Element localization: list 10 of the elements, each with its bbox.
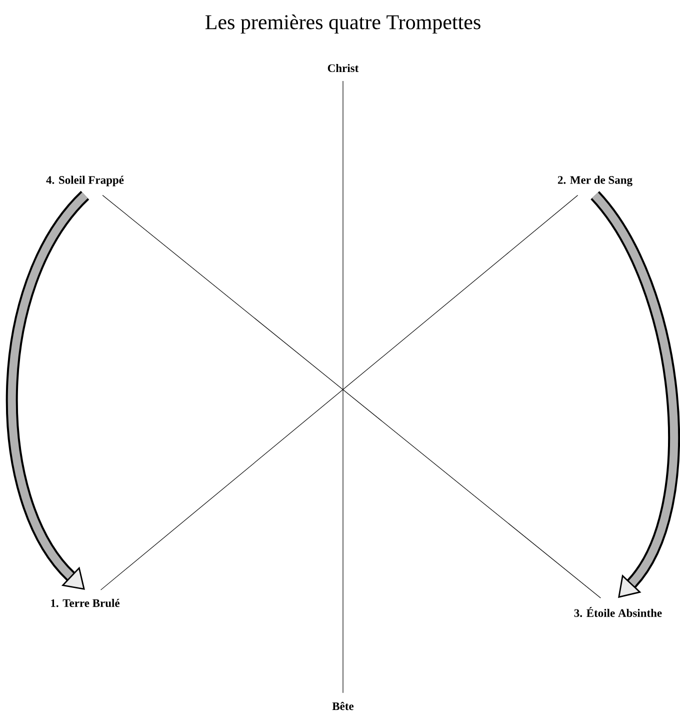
connector-line [342,80,344,694]
curved-arrow [590,192,680,598]
curved-arrow [6,191,90,590]
axis-label: 2. Mer de Sang [558,176,632,186]
axis-label: 3. Étoile Absinthe [574,607,662,617]
diagram-title: Les premières quatre Trompettes [206,14,480,34]
axis-label: 1. Terre Brulé [51,598,120,608]
axis-label: 4. Soleil Frappé [46,176,124,186]
axis-label: Christ [328,64,359,72]
axis-label: Bête [332,702,354,710]
